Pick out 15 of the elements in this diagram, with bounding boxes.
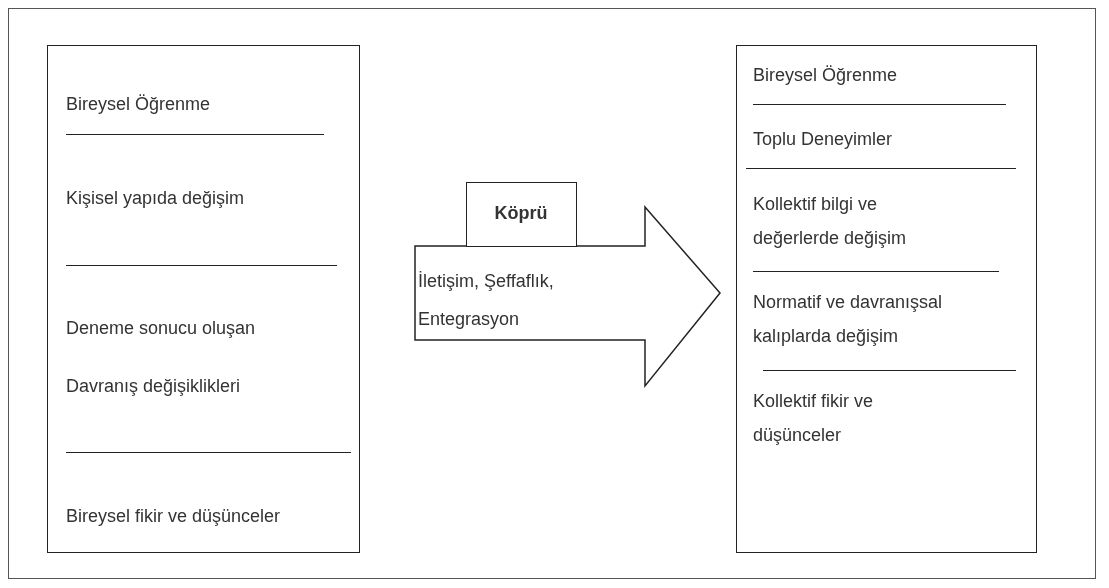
edge-label: İletişim, Şeffaflık, Entegrasyon [418, 270, 555, 331]
label-box [466, 182, 577, 247]
bridge-label: Köprü [493, 202, 549, 225]
item-text: Bireysel Öğrenme [753, 64, 899, 87]
item-text: Kollektif bilgi ve değerlerde değişim [753, 193, 908, 250]
item-text: Toplu Deneyimler [753, 128, 894, 151]
block-arrow [414, 205, 721, 389]
item-text: Kollektif fikir ve düşünceler [753, 390, 875, 447]
item-text: Normatif ve davranışsal kalıplarda değişim [753, 291, 944, 348]
item-text: Deneme sonucu oluşan Davranış değişiklikleri [66, 317, 257, 398]
content-box [736, 45, 1037, 553]
content-box [47, 45, 360, 553]
item-text: Kişisel yapıda değişim [66, 187, 246, 210]
item-text: Bireysel fikir ve düşünceler [66, 505, 282, 528]
item-text: Bireysel Öğrenme [66, 93, 212, 116]
